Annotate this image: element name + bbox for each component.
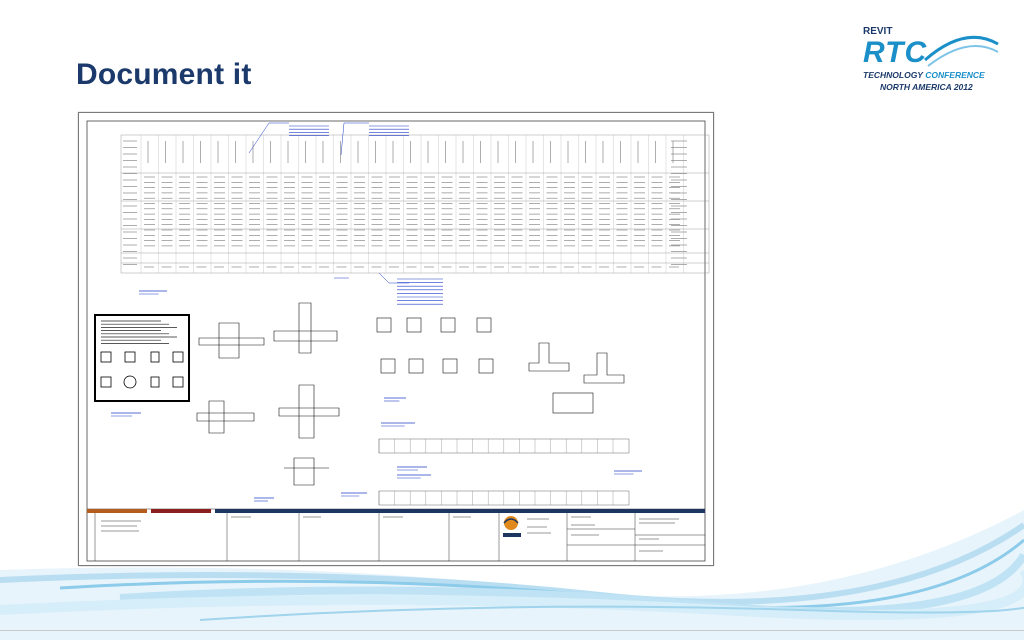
logo-line-conference: TECHNOLOGY CONFERENCE [863,70,985,80]
logo-technology: TECHNOLOGY [863,70,926,80]
drawing-sheet-graphics [86,120,710,562]
schedule-tags [248,122,409,284]
title-block-text [101,516,679,552]
schedule-text [123,140,687,268]
sheet-border [86,120,706,562]
slide-title: Document it [76,58,252,91]
column-schedule-table [120,134,710,274]
logo-line-region: NORTH AMERICA 2012 [880,82,973,92]
decorative-waves [0,510,1024,640]
title-block [87,508,705,561]
legend-box [94,314,190,402]
tag-notes [289,125,443,305]
detail-table-columns [378,439,614,505]
rtc-logo: REVIT RTC TECHNOLOGY CONFERENCE NORTH AM… [860,20,1000,98]
joint-details [196,302,340,486]
logo-line-rtc: RTC [863,36,928,69]
column-sections [376,317,494,374]
logo-swoosh-icon [924,35,999,67]
blue-callouts [111,290,642,502]
drawing-sheet [78,112,714,566]
title-block-logo [503,516,521,537]
schedule-columns [140,135,684,273]
legend-notes [101,320,177,344]
footing-details [528,342,625,414]
logo-conference: CONFERENCE [925,70,985,80]
logo-line-revit: REVIT [863,26,893,37]
legend-shapes [100,351,184,389]
footer-divider [0,630,1024,631]
